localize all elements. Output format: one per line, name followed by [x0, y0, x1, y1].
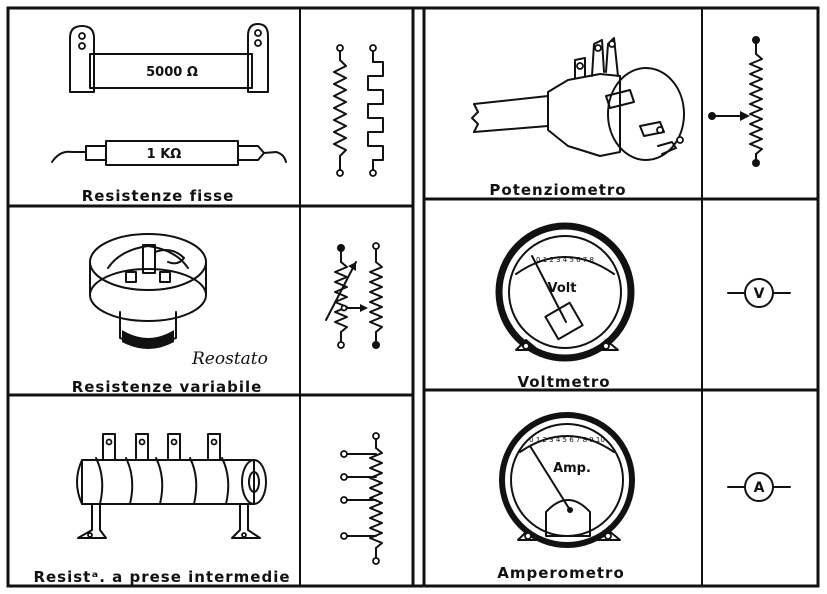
potentiometer-label: Potenziometro	[489, 181, 626, 199]
ammeter-symbol-letter: A	[754, 480, 765, 496]
potentiometer-drawing	[471, 37, 685, 161]
rheostat-drawing	[89, 233, 207, 349]
ammeter-symbol: A	[727, 472, 791, 502]
variable-resistor-symbol	[325, 242, 383, 349]
ammeter-dial-word: Amp.	[553, 461, 591, 476]
tapped-resistor-label: Resistᵃ. a prese intermedie	[33, 568, 290, 586]
fixed-resistor-1k-drawing: 1 KΩ	[51, 140, 287, 166]
voltmeter-scale: 0 1 2 3 4 5 6 7 8	[536, 256, 594, 264]
ammeter-scale: 0 1 2 3 4 5 6 7 8 9 10	[529, 436, 605, 444]
voltmeter-drawing: 0 1 2 3 4 5 6 7 8 Volt	[495, 222, 635, 362]
tapped-resistor-symbol	[340, 432, 383, 565]
voltmeter-cell: 0 1 2 3 4 5 6 7 8 Volt Voltmetro	[495, 222, 635, 391]
voltmeter-symbol-letter: V	[754, 286, 765, 302]
tapped-resistor-drawing	[76, 433, 267, 539]
fixed-resistors-cell: 5000 Ω 1 KΩ Resistenze fisse	[51, 23, 287, 205]
variable-resistor-label: Resistenze variabile	[72, 378, 263, 396]
fixed-resistor-5000-drawing: 5000 Ω	[69, 23, 269, 93]
ammeter-drawing: 0 1 2 3 4 5 6 7 8 9 10 Amp.	[499, 412, 635, 548]
rheostat-handwritten-caption: Reostato	[191, 349, 268, 369]
grid	[6, 6, 820, 588]
fixed-resistor-value-small: 1 KΩ	[147, 147, 182, 162]
tapped-resistor-cell: Resistᵃ. a prese intermedie	[33, 433, 290, 586]
fixed-resistors-label: Resistenze fisse	[82, 187, 235, 205]
fixed-resistors-symbol	[333, 44, 384, 177]
voltmeter-label: Voltmetro	[517, 373, 610, 391]
voltmeter-dial-word: Volt	[548, 281, 577, 296]
fixed-resistor-value-large: 5000 Ω	[146, 65, 198, 80]
ammeter-cell: 0 1 2 3 4 5 6 7 8 9 10 Amp. Amperometro	[497, 412, 635, 582]
voltmeter-symbol: V	[727, 278, 791, 308]
ammeter-label: Amperometro	[497, 564, 625, 582]
variable-resistor-cell: Reostato Resistenze variabile	[72, 233, 268, 396]
potentiometer-symbol	[708, 36, 763, 167]
potentiometer-cell: Potenziometro	[471, 37, 685, 199]
